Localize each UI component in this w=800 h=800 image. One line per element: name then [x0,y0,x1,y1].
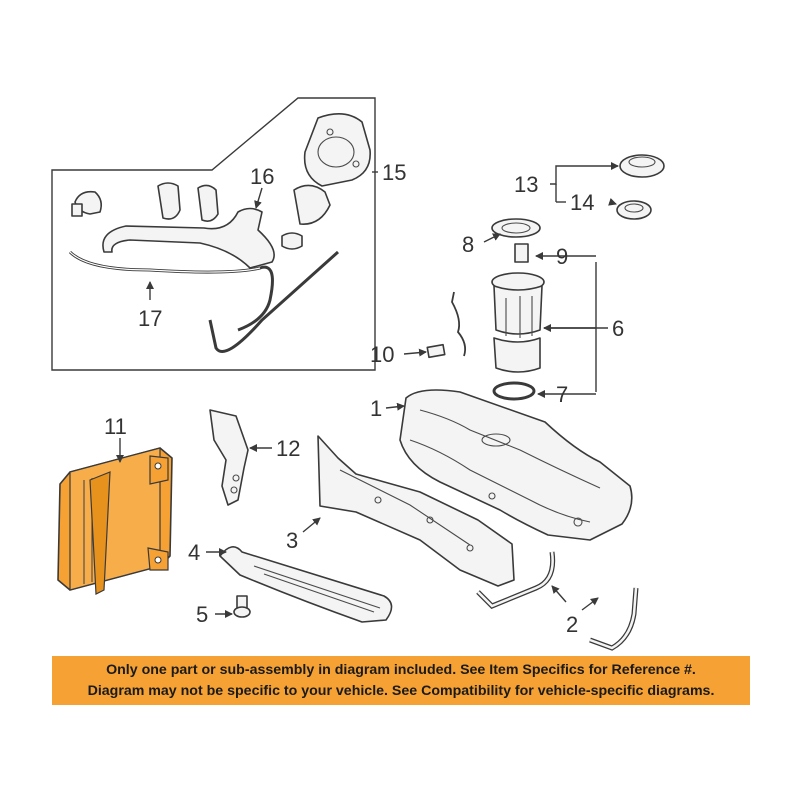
mounting-bolt [233,595,251,618]
callout-1: 1 [370,396,382,421]
callout-11: 11 [104,414,127,439]
skid-plate [219,546,393,623]
leader-lines [116,162,619,618]
callout-16: 16 [250,164,274,189]
callout-12: 12 [276,436,300,461]
fuel-level-sensor [451,291,467,357]
fuel-filler-housing [303,113,371,187]
cap-seal [616,200,652,220]
callout-17: 17 [138,306,162,331]
callout-6: 6 [612,316,624,341]
vent-hose-line [68,250,340,353]
callout-2: 2 [566,612,578,637]
fuel-pump-module [491,272,545,373]
disclaimer-banner: Only one part or sub-assembly in diagram… [52,656,750,705]
disclaimer-line-1: Only one part or sub-assembly in diagram… [106,661,696,678]
control-module-highlighted [57,447,173,595]
callout-14: 14 [570,190,594,215]
callout-15: 15 [382,160,406,185]
pump-connector [514,243,529,263]
tank-shield [317,435,515,587]
hose-clamp-parts [71,182,331,250]
callout-3: 3 [286,528,298,553]
mounting-bracket [209,409,249,506]
fuel-cap [619,154,665,178]
callout-13: 13 [514,172,538,197]
filler-hose [102,207,275,269]
disclaimer-line-2: Diagram may not be specific to your vehi… [87,682,715,699]
callout-5: 5 [196,602,208,627]
pump-seal [492,381,536,401]
callout-7: 7 [556,382,568,407]
callout-10: 10 [370,342,394,367]
filler-group-outline [51,97,376,371]
fuel-tank [399,389,633,541]
lock-ring [491,218,541,238]
callout-9: 9 [556,244,568,269]
tank-strap-b [589,587,639,651]
callout-4: 4 [188,540,200,565]
callout-8: 8 [462,232,474,257]
